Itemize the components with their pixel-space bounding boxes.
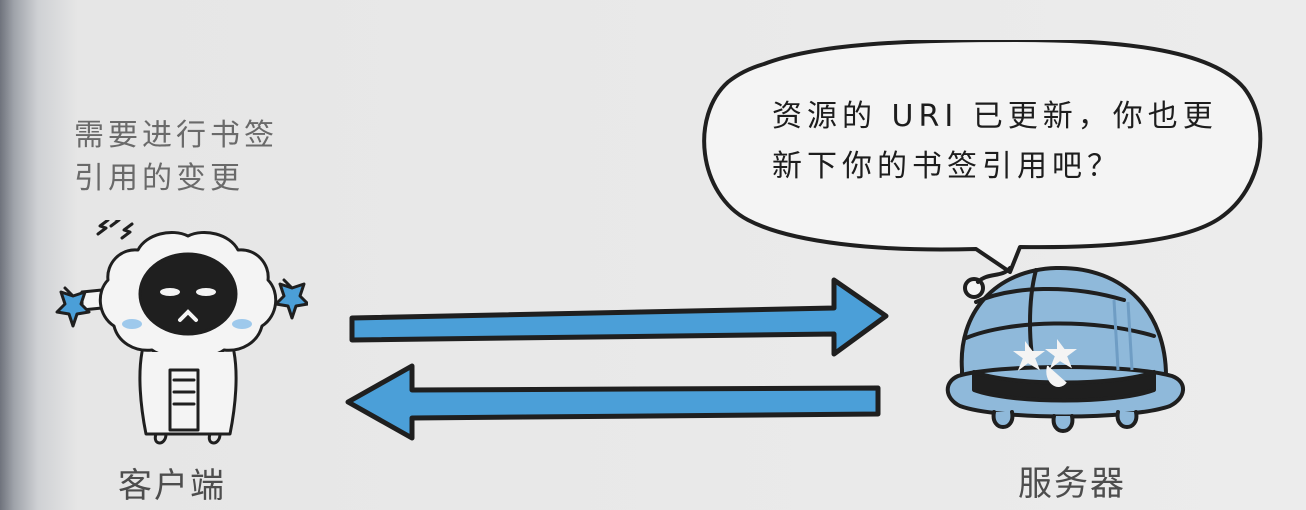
client-note: 需要进行书签 引用的变更 [74, 114, 334, 200]
return-arrow [345, 363, 881, 441]
speech-bubble-outline [702, 40, 1263, 274]
speech-bubble-line-2: 新下你的书签引用吧？ [772, 149, 1122, 184]
speech-bubble-line-1: 资源的 URI 已更新，你也更 [772, 99, 1218, 134]
speech-bubble-text: 资源的 URI 已更新，你也更 新下你的书签引用吧？ [772, 92, 1222, 192]
client-note-line-2: 引用的变更 [74, 161, 244, 196]
speech-bubble [702, 40, 1263, 274]
client-label: 客户端 [118, 466, 226, 506]
forward-arrow [349, 277, 889, 357]
client-robot-icon [55, 220, 308, 445]
server-label: 服务器 [1018, 464, 1126, 504]
client-note-line-1: 需要进行书签 [74, 118, 278, 153]
request-response-arrows [345, 277, 889, 441]
server-robot-icon [945, 265, 1185, 433]
